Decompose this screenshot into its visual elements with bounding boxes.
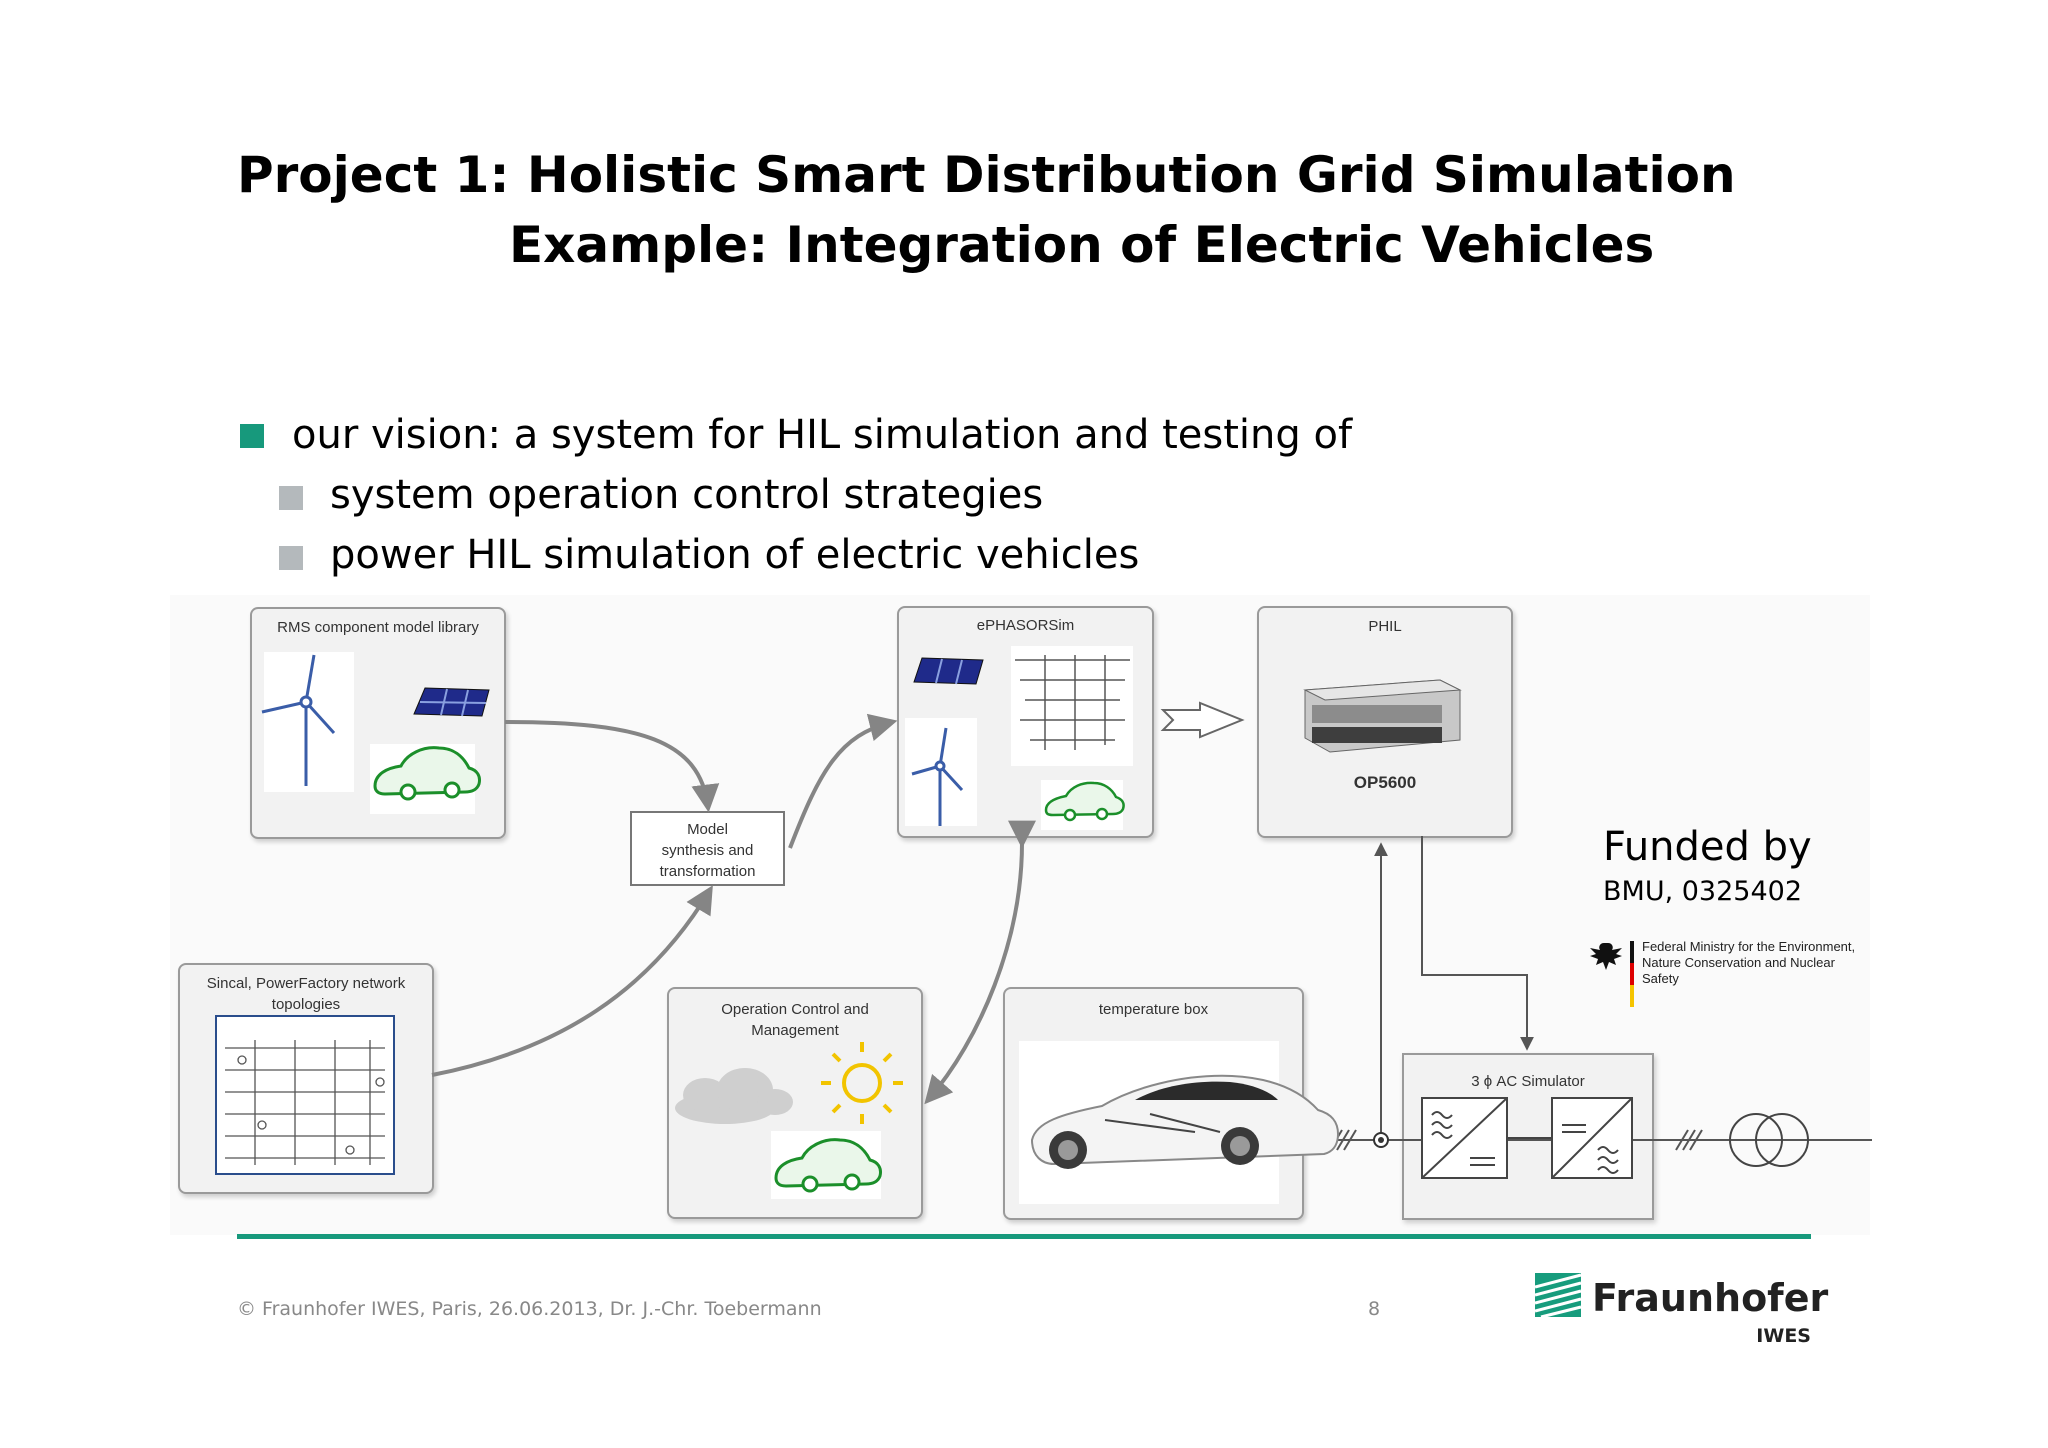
sun-icon [821, 1042, 903, 1124]
footer-credit: © Fraunhofer IWES, Paris, 26.06.2013, Dr… [237, 1298, 822, 1320]
page-number: 8 [1368, 1298, 1381, 1320]
three-phase-ticks-icon [1329, 1129, 1703, 1151]
hollow-arrow-icon [1160, 701, 1245, 739]
wind-turbine-icon [261, 654, 336, 786]
title-line-2: Example: Integration of Electric Vehicle… [509, 216, 1655, 274]
fraunhofer-name: Fraunhofer [1592, 1276, 1829, 1320]
phil-to-simulator-line [1421, 836, 1534, 1051]
arrow-network-to-synthesis [431, 885, 713, 1077]
op5600-device-icon [1303, 679, 1462, 753]
grid-schematic-icon [1015, 655, 1130, 750]
wind-turbine-icon [911, 727, 964, 826]
ephasorsim-label: ePHASORSim [976, 617, 1075, 634]
cloud-icon [675, 1068, 793, 1124]
network-topology-schematic-icon [225, 1040, 385, 1165]
bullet-list: our vision: a system for HIL simulation … [237, 405, 1352, 585]
arrow-rms-to-synthesis [504, 720, 720, 813]
sub-bullet-text: system operation control strategies [330, 472, 1044, 518]
sub-bullet: system operation control strategies [277, 465, 1352, 525]
op5600-label: OP5600 [1353, 773, 1417, 792]
arrow-synthesis-to-ephasorsim [788, 713, 898, 849]
temperature-box-label: temperature box [1098, 1001, 1209, 1018]
funding-reference: BMU, 0325402 [1603, 876, 1802, 907]
bmu-logo: Federal Ministry for the Environment, Na… [1586, 935, 1866, 1025]
network-schematic-panel [215, 1015, 395, 1175]
bullet-main-text: our vision: a system for HIL simulation … [292, 412, 1353, 458]
network-topologies-box: Sincal, PowerFactory network topologies [178, 963, 434, 1194]
title-line-1: Project 1: Holistic Smart Distribution G… [237, 146, 1736, 204]
car-icon [774, 1138, 882, 1193]
sub-bullet-text: power HIL simulation of electric vehicle… [330, 532, 1140, 578]
footer-rule [237, 1234, 1811, 1239]
fraunhofer-mark-icon [1535, 1273, 1582, 1319]
car-icon [373, 746, 481, 801]
slide-title: Project 1: Holistic Smart Distribution G… [237, 140, 1736, 280]
bullet-square-icon [240, 424, 264, 448]
arrow-ephasorsim-operation-control [924, 820, 1037, 1105]
funded-heading: Funded by [1603, 824, 1812, 870]
rms-library-label: RMS component model library [277, 619, 479, 636]
sub-bullet: power HIL simulation of electric vehicle… [277, 525, 1352, 585]
wind-turbine-panel [264, 652, 354, 792]
solar-panel-icon [913, 657, 984, 685]
solar-panel-icon [413, 687, 490, 717]
fraunhofer-iwes: IWES [1756, 1325, 1811, 1347]
phil-label: PHIL [1368, 618, 1402, 635]
car-icon [1044, 781, 1125, 822]
network-topologies-label: Sincal, PowerFactory network topologies [206, 975, 406, 1013]
sub-bullet-square-icon [279, 486, 303, 510]
electric-car-icon [1030, 1074, 1340, 1169]
ac-simulator-label: 3 ϕ AC Simulator [1471, 1073, 1585, 1090]
funding-block: Funded by BMU, 0325402 [1603, 820, 1812, 910]
model-synthesis-label: Model synthesis and transformation [659, 821, 756, 880]
grid-schematic-panel [1011, 646, 1133, 766]
operation-control-label: Operation Control and Management [721, 1001, 869, 1039]
fraunhofer-logo: Fraunhofer IWES [1535, 1273, 1828, 1353]
sub-bullet-square-icon [279, 546, 303, 570]
ministry-name: Federal Ministry for the Environment, Na… [1642, 939, 1856, 986]
bullet-main: our vision: a system for HIL simulation … [237, 405, 1352, 465]
transformer-icon [1729, 1113, 1809, 1167]
federal-eagle-icon [1590, 941, 1634, 1007]
